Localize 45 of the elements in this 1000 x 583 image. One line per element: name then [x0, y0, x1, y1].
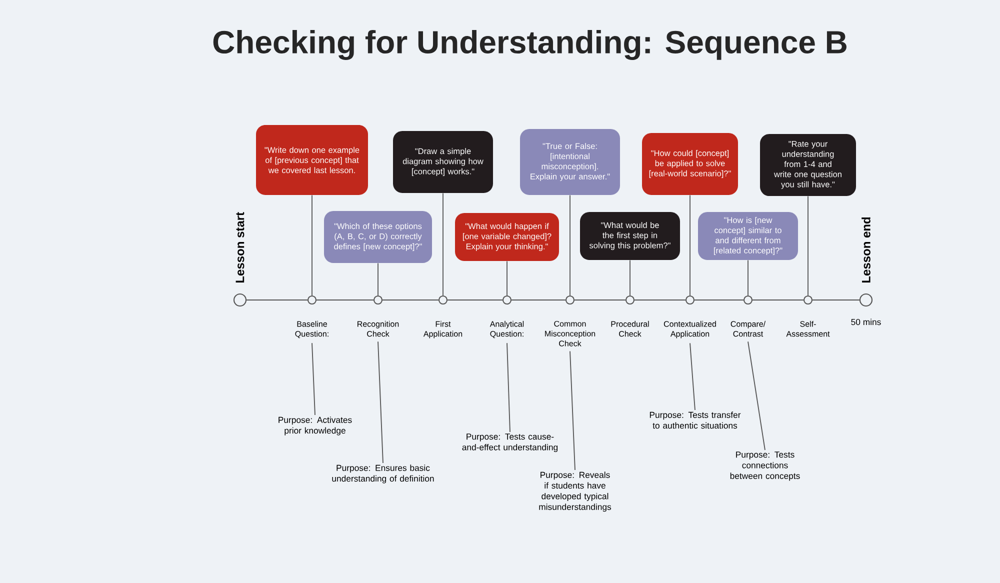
timeline-end-label: Lesson start — [236, 212, 244, 282]
question-box: "What would be the first step in solving this problem?" — [580, 212, 680, 260]
question-box: "True or False: [intentional misconception]. Explain your answer." — [520, 129, 620, 195]
connector-line — [506, 260, 508, 296]
question-box: "How could [concept] be applied to solve [real-world scenario]?" — [642, 133, 738, 195]
leader-line — [312, 342, 316, 416]
timeline-end-label: Lesson end — [862, 217, 870, 282]
timeline-point — [307, 295, 317, 305]
stage-label: Recognition Check — [358, 320, 399, 337]
duration-label: 50 mins — [851, 318, 881, 326]
purpose-text: Purpose: Ensures basic understanding of definition — [332, 464, 434, 484]
question-box: "What would happen if [one variable changed]? Explain your thinking." — [455, 213, 559, 261]
timeline-point — [685, 295, 695, 305]
purpose-text: Purpose: Tests cause-and-effect understanding — [462, 434, 558, 452]
title: Checking for Understanding: Sequence B — [213, 30, 846, 60]
question-box: "Write down one example of [previous concept] that we covered last lesson. — [256, 125, 368, 195]
question-box: "How is [new concept] similar to and different from [related concept]?" — [698, 212, 798, 260]
timeline-point — [743, 295, 753, 305]
stage-label: Analytical Question: — [490, 320, 524, 338]
timeline-point — [625, 295, 635, 305]
leader-line — [748, 341, 766, 450]
timeline-point — [502, 295, 512, 305]
purpose-text: Purpose: Tests transfer to authentic situations — [650, 412, 741, 429]
question-box: "Draw a simple diagram showing how [concept] works." — [393, 131, 493, 193]
purpose-text: Purpose: Tests connections between concepts — [730, 452, 800, 481]
leader-line — [378, 341, 384, 464]
question-box: "Which of these options (A, B, C, or D) correctly defines [new concept]?" — [324, 211, 432, 263]
purpose-text: Purpose: Reveals if students have developed typical misunderstandings — [539, 472, 612, 512]
timeline-point — [438, 295, 448, 305]
timeline-point — [803, 295, 813, 305]
leader-line — [690, 342, 696, 410]
stage-label: Contextualized Application — [664, 320, 716, 338]
connector-line — [442, 192, 444, 296]
timeline-point — [373, 295, 383, 305]
timeline-point — [565, 295, 575, 305]
leader-line — [570, 350, 576, 470]
stage-label: First Application — [423, 320, 462, 338]
stage-label: Baseline Question: — [295, 320, 328, 338]
stage-label: Common Misconception Check — [545, 320, 596, 346]
purpose-text: Purpose: Activates prior knowledge — [278, 416, 352, 436]
stage-label: Compare/ Contrast — [730, 320, 766, 337]
stage-label: Self-Assessment — [786, 320, 830, 337]
stage-label: Procedural Check — [611, 320, 649, 337]
leader-line — [506, 342, 510, 432]
question-box: "Rate your understanding from 1-4 and write one question you still have." — [760, 134, 856, 196]
